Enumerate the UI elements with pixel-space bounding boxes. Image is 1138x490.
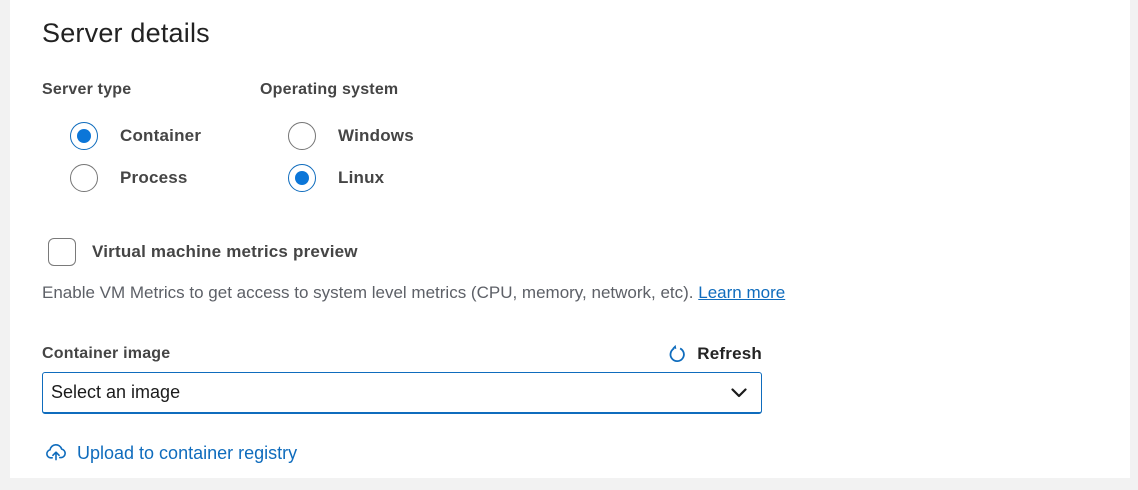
- radio-dot: [295, 171, 309, 185]
- container-image-field-header: Container image Refresh: [42, 344, 762, 364]
- checkbox-unchecked-icon[interactable]: [48, 238, 76, 266]
- server-details-card: Server details Server type Container Pro…: [10, 0, 1130, 478]
- radio-option-label: Windows: [338, 126, 414, 145]
- upload-to-registry-link[interactable]: Upload to container registry: [44, 441, 297, 465]
- container-image-select[interactable]: Select an image: [42, 372, 762, 414]
- radio-option-label: Container: [120, 126, 202, 145]
- upload-link-label: Upload to container registry: [77, 442, 298, 463]
- page-title: Server details: [42, 18, 210, 48]
- refresh-label: Refresh: [697, 344, 762, 363]
- radio-option-windows[interactable]: Windows: [288, 122, 478, 150]
- vm-metrics-checkbox-label: Virtual machine metrics preview: [92, 242, 358, 261]
- radio-dot: [77, 129, 91, 143]
- operating-system-group: Operating system Windows Linux: [260, 80, 478, 192]
- radio-selected-icon: [288, 164, 316, 192]
- select-value: Select an image: [51, 382, 181, 402]
- radio-groups: Server type Container Process Operating …: [42, 80, 1130, 192]
- refresh-icon: [667, 344, 687, 364]
- server-type-label: Server type: [42, 81, 132, 98]
- description-text: Enable VM Metrics to get access to syste…: [42, 283, 694, 302]
- vm-metrics-checkbox-row[interactable]: Virtual machine metrics preview: [48, 238, 1130, 266]
- server-type-group: Server type Container Process: [42, 80, 260, 192]
- operating-system-label: Operating system: [260, 81, 399, 98]
- learn-more-link[interactable]: Learn more: [698, 283, 786, 302]
- radio-unselected-icon: [288, 122, 316, 150]
- radio-option-process[interactable]: Process: [70, 164, 260, 192]
- radio-option-linux[interactable]: Linux: [288, 164, 478, 192]
- vm-metrics-description: Enable VM Metrics to get access to syste…: [42, 282, 1130, 304]
- container-image-label: Container image: [42, 345, 171, 362]
- radio-option-label: Linux: [338, 168, 385, 187]
- radio-option-label: Process: [120, 168, 188, 187]
- refresh-button[interactable]: Refresh: [667, 344, 762, 364]
- radio-selected-icon: [70, 122, 98, 150]
- chevron-down-icon: [731, 387, 747, 398]
- radio-option-container[interactable]: Container: [70, 122, 260, 150]
- radio-unselected-icon: [70, 164, 98, 192]
- cloud-upload-icon: [44, 441, 68, 465]
